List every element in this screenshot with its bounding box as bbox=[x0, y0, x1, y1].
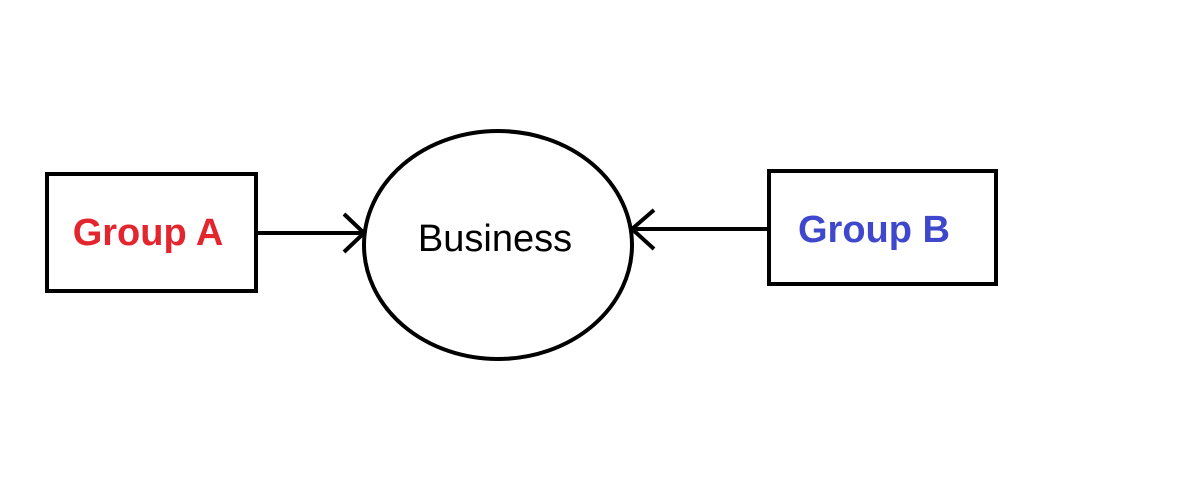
business-label: Business bbox=[418, 218, 572, 260]
arrow-group-b-to-business bbox=[628, 208, 769, 251]
arrow-head-icon bbox=[342, 212, 367, 254]
arrow-group-a-to-business bbox=[256, 212, 367, 254]
group-a-label: Group A bbox=[73, 212, 224, 254]
business-ellipse bbox=[362, 129, 634, 361]
arrow-head-icon bbox=[628, 208, 656, 251]
group-b-label: Group B bbox=[798, 209, 950, 251]
